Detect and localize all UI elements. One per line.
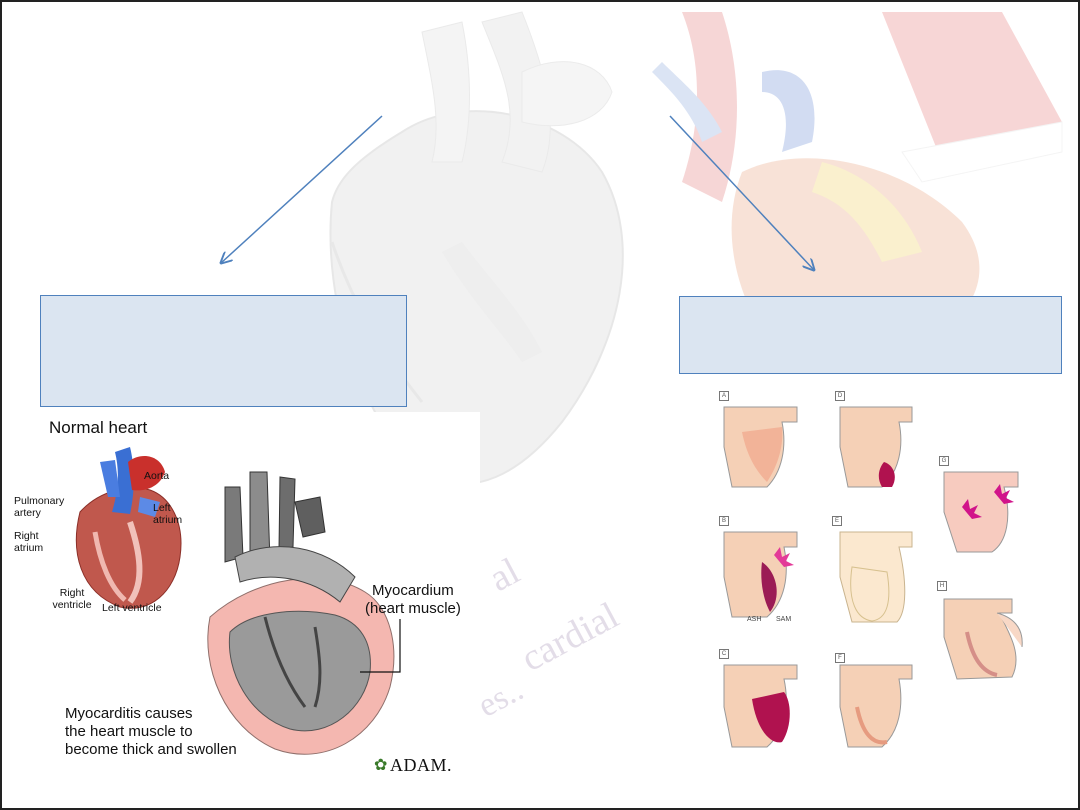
adam-logo: ADAM. xyxy=(390,755,453,775)
heart-muscle-label: (heart muscle) xyxy=(365,600,461,617)
caption-line-2: the heart muscle to xyxy=(65,723,193,740)
panel-b-diagram xyxy=(723,531,798,618)
sam-label: SAM xyxy=(776,616,792,623)
myocardium-label: Myocardium xyxy=(372,582,454,599)
cardiomyopathy-figure: A B C D E F G H ASH SAM xyxy=(712,387,1042,757)
left-atrium-label: Left atrium xyxy=(153,502,183,526)
panel-label-g: G xyxy=(939,456,949,466)
panel-label-c: C xyxy=(719,649,729,659)
panel-g-diagram xyxy=(943,471,1019,553)
panel-h-diagram xyxy=(943,598,1023,680)
panel-a-diagram xyxy=(723,406,798,488)
panel-label-e: E xyxy=(832,516,842,526)
left-ventricle-label: Left ventricle xyxy=(102,602,162,614)
normal-heart-title: Normal heart xyxy=(49,418,148,437)
cardiomyopathy-diagrams xyxy=(723,406,1023,748)
panel-label-b: B xyxy=(719,516,729,526)
panel-label-f: F xyxy=(835,653,845,663)
panel-f-diagram xyxy=(839,664,913,748)
aorta-label: Aorta xyxy=(144,470,170,482)
left-text-box[interactable] xyxy=(40,295,407,407)
caption-line-3: become thick and swollen xyxy=(65,741,237,758)
right-atrium-label: Right atrium xyxy=(14,530,44,554)
ash-label: ASH xyxy=(747,616,762,623)
caption-line-1: Myocarditis causes xyxy=(65,705,193,722)
normal-heart-illustration xyxy=(75,447,182,609)
panel-e-diagram xyxy=(839,531,913,623)
myocarditis-heart-illustration xyxy=(207,471,395,755)
panel-label-a: A xyxy=(719,391,729,401)
arrow-right xyxy=(669,115,814,270)
panel-c-diagram xyxy=(723,664,798,748)
panel-d-diagram xyxy=(839,406,913,488)
right-text-box[interactable] xyxy=(679,296,1062,374)
right-ventricle-label: Right ventricle xyxy=(52,587,92,611)
adam-logo-leaf-icon: ✿ xyxy=(374,757,388,774)
panel-label-h: H xyxy=(937,581,947,591)
arrow-left xyxy=(221,115,383,263)
panel-label-d: D xyxy=(835,391,845,401)
myocarditis-figure: Normal heart Aorta Pulmonary artery Left… xyxy=(10,412,480,784)
pulmonary-artery-label: Pulmonary artery xyxy=(14,495,65,519)
myocardium-leader-line xyxy=(360,619,401,673)
